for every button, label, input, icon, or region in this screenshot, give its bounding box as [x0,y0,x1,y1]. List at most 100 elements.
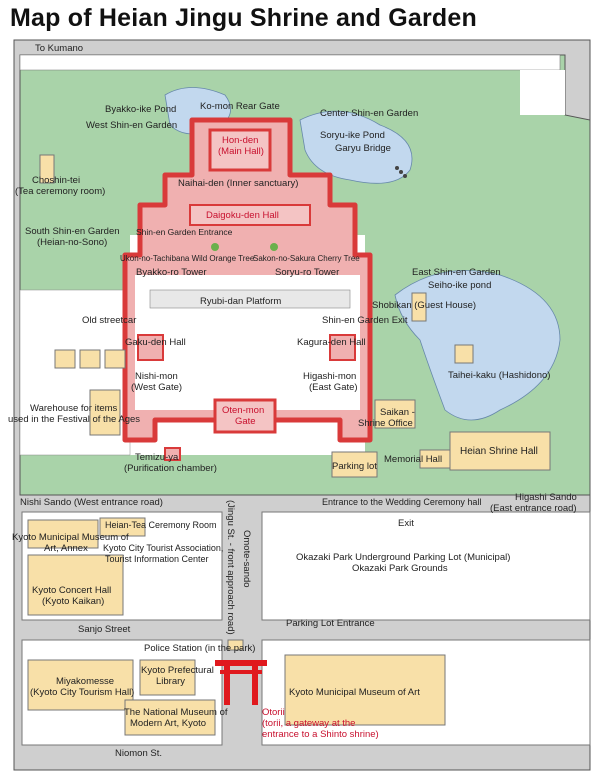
label-ukon: Ukon-no-Tachibana Wild Orange Tree [120,254,255,263]
label-daigoku: Daigoku-den Hall [206,210,279,221]
otenmon-box [213,398,277,434]
label-west-shinen: West Shin-en Garden [86,120,178,131]
streetcar-3 [104,349,126,369]
label-miyako-sub: (Kyoto City Tourism Hall) [30,687,135,698]
annex-bldg [27,519,99,549]
label-niomon: Niomon St. [115,748,162,759]
label-nishimon-sub: (West Gate) [131,382,183,393]
museum-bldg [284,654,446,726]
label-parking-entrance: Parking Lot Entrance [286,618,375,629]
parking-bldg [331,451,378,478]
honden-box [208,128,272,172]
label-south-shinen: South Shin-en Garden [25,226,120,237]
label-warehouse: Warehouse for items [30,403,118,414]
label-byakko-pond: Byakko-ike Pond [105,104,177,115]
label-garden-entrance: Shin-en Garden Entrance [136,227,233,237]
label-otorii-sub2: entrance to a Shinto shrine) [262,729,379,740]
label-warehouse-sub: used in the Festival of the Ages [8,414,141,425]
page-title: Map of Heian Jingu Shrine and Garden [10,4,477,32]
label-annex-sub: Art, Annex [44,543,88,554]
label-parking: Parking lot [332,461,377,472]
label-exit: Exit [398,518,414,529]
label-kaguraden: Kagura-den Hall [297,337,366,348]
label-soryu-tower: Soryu-ro Tower [275,267,340,278]
seiho-pond [394,270,561,421]
label-higashimon-sub: (East Gate) [309,382,358,393]
torii-icon [215,660,267,705]
label-tourist: Kyoto City Tourist Association, [103,543,224,553]
label-omote: Omote-sando [241,530,252,588]
label-byakko-tower: Byakko-ro Tower [136,267,207,278]
label-otorii: Otorii [262,707,285,718]
police-bldg [227,639,244,651]
label-okazaki-park: Okazaki Park Grounds [352,563,448,574]
ryubi-platform [149,289,351,309]
label-center-shinen: Center Shin-en Garden [320,108,419,119]
library-bldg [139,659,196,696]
label-south-shinen-sub: (Heian-no-Sono) [37,237,108,248]
label-annex: Kyoto Municipal Museum of [12,532,129,543]
label-gakuden: Gaku-den Hall [125,337,186,348]
label-sanjo: Sanjo Street [78,624,131,635]
label-higashimon: Higashi-mon [303,371,357,382]
label-choshin-sub: (Tea ceremony room) [15,186,106,197]
label-tea-room: Heian-Tea Ceremony Room [105,520,217,530]
east-block [261,511,591,621]
label-garyu: Garyu Bridge [335,143,391,154]
gakuden-box [137,334,164,361]
label-okazaki-parking: Okazaki Park Underground Parking Lot (Mu… [296,552,511,563]
label-jingu-st: (Jingu St. - front approach road) [225,500,236,635]
label-komon: Ko-mon Rear Gate [200,101,280,112]
label-concert-sub: (Kyoto Kaikan) [42,596,105,607]
east-white [520,70,565,115]
label-police: Police Station (in the park) [144,643,256,654]
label-otorii-sub: (torii, a gateway at the [262,718,356,729]
label-nishi-sando: Nishi Sando (West entrance road) [20,497,163,508]
label-shobikan: Shobikan (Guest House) [372,300,477,311]
label-higashi-sando-sub: (East entrance road) [490,503,577,514]
streetcar-1 [54,349,76,369]
label-wedding: Entrance to the Wedding Ceremony hall [322,497,482,507]
label-choshin: Choshin-tei [32,175,81,186]
label-concert: Kyoto Concert Hall [32,585,112,596]
label-streetcar: Old streetcar [82,315,137,326]
label-nishimon: Nishi-mon [135,371,178,382]
modern-bldg [124,699,216,736]
label-higashi-sando: Higashi Sando [515,492,577,503]
label-soryu-pond: Soryu-ike Pond [320,130,385,141]
kagura-box [329,334,356,361]
concert-bldg [27,554,124,616]
shobikan-bldg [411,292,427,322]
label-miyako: Miyakomesse [56,676,115,687]
orange-tree [211,243,219,251]
label-museum-art: Kyoto Municipal Museum of Art [289,687,420,698]
label-sakon: Sakon-no-Sakura Cherry Tree [253,254,360,263]
daigoku-box [189,204,311,226]
temizuya-bldg [164,447,181,461]
label-otenmon-sub: Gate [235,416,256,427]
label-modern: The National Museum of [124,707,228,718]
label-library-sub: Library [156,676,186,687]
saikan-bldg [374,399,416,429]
taiheikaku-bldg [454,344,474,364]
label-taiheikaku: Taihei-kaku (Hashidono) [448,370,551,381]
cherry-tree [270,243,278,251]
label-ryubi: Ryubi-dan Platform [200,296,282,307]
label-naihaiden: Naihai-den (Inner sanctuary) [178,178,299,189]
label-heian-hall: Heian Shrine Hall [460,446,538,457]
label-modern-sub: Modern Art, Kyoto [130,718,207,729]
label-memorial: Memorial Hall [384,454,443,465]
tea-bldg [99,517,146,537]
label-temizuya: Temizu-ya [135,452,179,463]
north-path [19,54,561,71]
label-saikan: Saikan - [380,407,415,418]
label-east-shinen: East Shin-en Garden [412,267,501,278]
warehouse-bldg [89,389,121,436]
label-otenmon: Oten-mon [222,405,265,416]
label-honden-sub: (Main Hall) [218,146,264,157]
label-to-kumano: To Kumano [35,43,84,54]
label-seiho: Seiho-ike pond [428,280,492,291]
label-tourist-sub: Tourist Information Center [105,554,209,564]
miyako-bldg [27,659,134,711]
